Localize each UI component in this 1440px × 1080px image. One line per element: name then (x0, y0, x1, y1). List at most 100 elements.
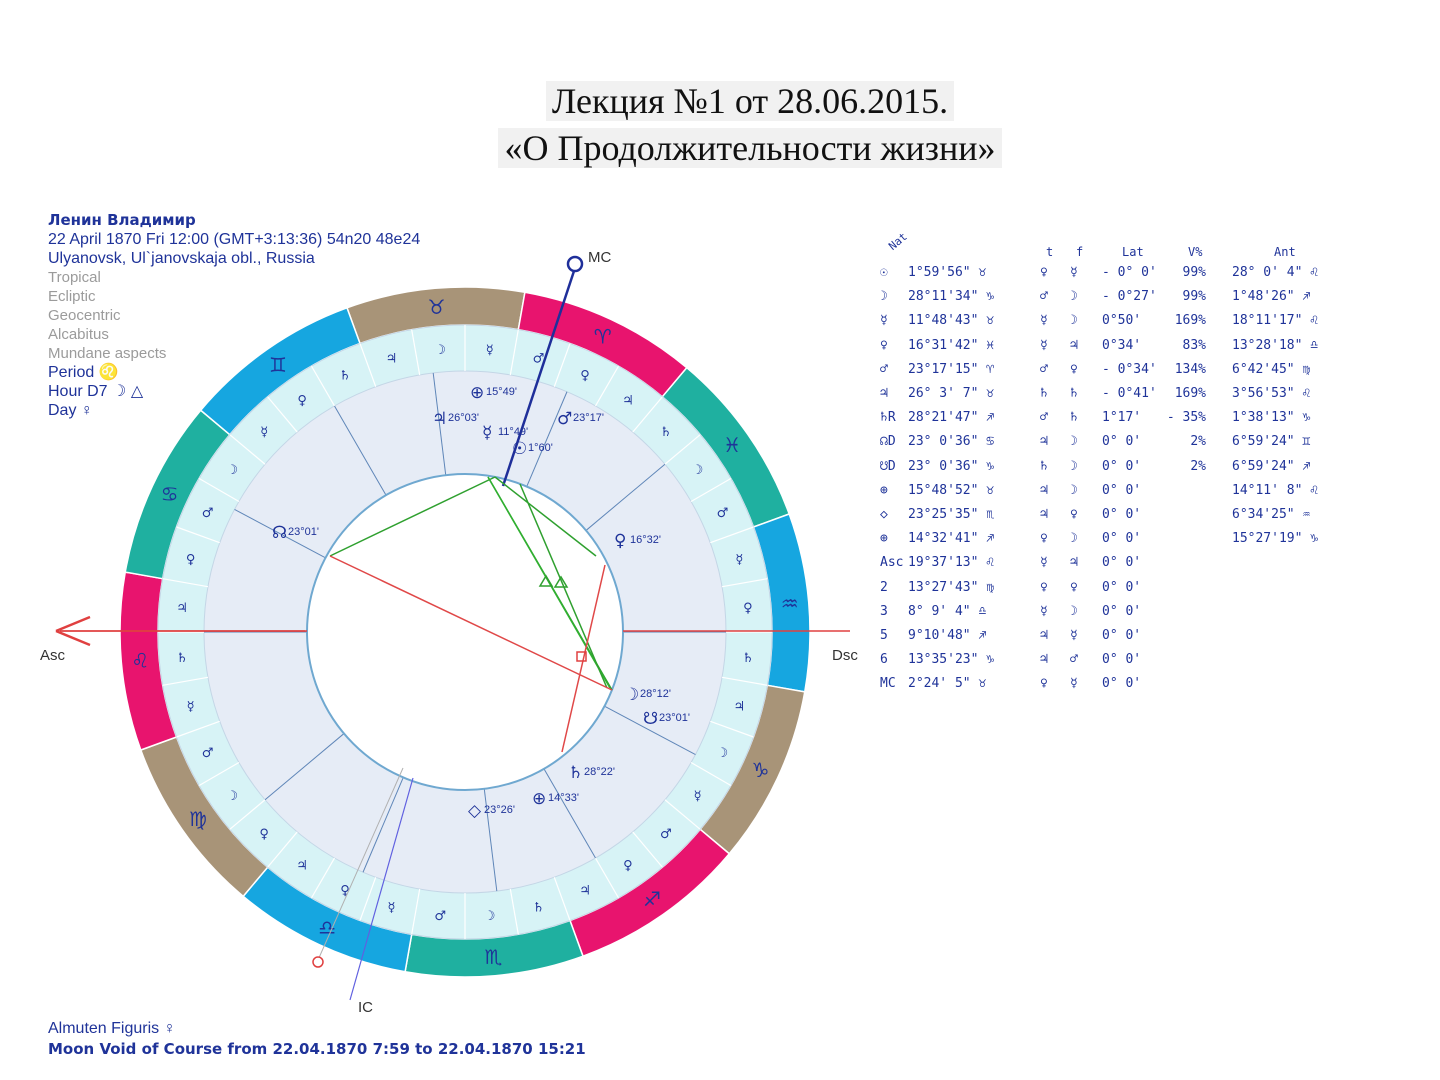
house-cusp-line (362, 777, 404, 873)
ring-glyph: ♀ (623, 859, 633, 874)
planet-degree-label: 23°01' (659, 712, 690, 724)
ring-divider (310, 857, 336, 899)
day-ruler: Day ♀ (48, 402, 93, 419)
ring-glyph: ☿ (260, 425, 268, 440)
row-face: ♀ (1070, 579, 1078, 595)
ring-divider (721, 676, 768, 686)
row-term: ☿ (1040, 313, 1048, 329)
mc-label: MC (588, 249, 611, 266)
ring-divider (721, 578, 768, 588)
ring-glyph: ☽ (692, 463, 704, 478)
ring-glyph: ♂ (660, 827, 672, 842)
ring-glyph: ♀ (743, 601, 753, 616)
row-latitude: 0° 0' (1102, 652, 1142, 668)
row-planet: ♀ (880, 337, 888, 353)
aspect-line (561, 564, 606, 753)
row-latitude: - 0°41' (1102, 386, 1157, 401)
ic-aux-line (317, 767, 404, 961)
row-face: ♀ (1070, 361, 1078, 377)
ring-glyph: ♀ (186, 552, 196, 567)
ring-glyph: ☿ (486, 343, 494, 358)
lecture-subtitle: «О Продолжительности жизни» (0, 127, 1440, 169)
ic-axis-line (349, 777, 414, 1001)
ring-divider (594, 857, 620, 899)
row-face: ♄ (1070, 410, 1078, 426)
asc-arrow (55, 615, 91, 647)
ring-glyph: ♄ (742, 651, 754, 666)
almuten-figuris: Almuten Figuris ♀ (48, 1020, 176, 1037)
row-speed: 83% (1182, 337, 1206, 353)
row-speed: - 35% (1166, 410, 1206, 426)
row-face: ♂ (1070, 652, 1078, 668)
row-planet: Asc (880, 555, 904, 571)
row-planet: ☋D (880, 458, 896, 474)
ring-divider (553, 877, 571, 921)
ring-glyph: ♄ (339, 369, 351, 384)
ring-glyph: ♂ (202, 506, 214, 521)
setting-aspects: Mundane aspects (48, 345, 167, 362)
ring-glyph: ♄ (660, 425, 672, 440)
planet-glyph: ☉ (512, 439, 527, 459)
row-planet: ♂ (880, 361, 888, 377)
person-name: Ленин Владимир (48, 211, 196, 229)
ring-divider (267, 831, 298, 868)
row-planet: ⊕ (880, 531, 888, 547)
aspect-line (329, 555, 613, 691)
ring-divider (632, 396, 663, 433)
planet-glyph: ⊕ (532, 789, 546, 809)
ring-divider (359, 343, 377, 387)
planet-degree-label: 23°26' (484, 804, 515, 816)
planet-degree-label: 23°17' (573, 412, 604, 424)
setting-houses: Alcabitus (48, 326, 109, 343)
ring-glyph: ♀ (580, 369, 590, 384)
ring-glyph: ☽ (484, 909, 496, 924)
row-position: 14°32'41" ♐ (908, 531, 995, 547)
hour-ruler: Hour D7 ☽ △ (48, 383, 144, 400)
aspect-line (494, 476, 597, 557)
header-t: t (1046, 245, 1054, 259)
row-face: ♃ (1070, 337, 1078, 353)
ring-glyph: ♂ (434, 909, 446, 924)
zodiac-sign-glyph: ♈ (594, 325, 612, 349)
row-planet: 3 (880, 603, 888, 619)
row-position: 13°27'43" ♍ (908, 579, 995, 595)
ring-divider (176, 720, 220, 738)
row-term: ♃ (1040, 628, 1048, 643)
trine-aspect-marker (538, 574, 554, 587)
row-term: ♃ (1040, 652, 1048, 668)
zodiac-sign-glyph: ♋ (161, 482, 179, 506)
row-planet: ☿ (880, 313, 888, 329)
house-cusp-line (234, 509, 326, 559)
house-cusp-line (585, 463, 666, 531)
header-f: f (1076, 245, 1084, 259)
setting-coords: Ecliptic (48, 288, 96, 305)
row-face: ♃ (1070, 555, 1078, 571)
ring-divider (411, 888, 421, 935)
ring-divider (162, 578, 209, 588)
dsc-label: Dsc (832, 647, 858, 664)
row-position: 2°24' 5" ♉ (908, 676, 987, 692)
trine-aspect-marker (553, 575, 569, 588)
row-latitude: 0° 0' (1102, 628, 1142, 643)
row-position: 23°25'35" ♏ (908, 507, 995, 522)
row-speed: 169% (1174, 313, 1206, 329)
planet-glyph: ☋ (643, 709, 658, 729)
zodiac-sign-glyph: ♍ (189, 807, 207, 831)
ring-divider (162, 676, 209, 686)
ring-divider (632, 831, 663, 868)
ring-glyph: ♃ (622, 393, 634, 408)
row-position: 28°11'34" ♑ (908, 289, 995, 305)
ring-divider (710, 526, 754, 544)
row-position: 19°37'13" ♌ (908, 555, 995, 571)
ring-divider (176, 526, 220, 544)
ring-divider (690, 761, 732, 787)
ring-glyph: ♃ (296, 859, 308, 874)
ring-divider (229, 434, 266, 465)
row-term: ♃ (1040, 482, 1048, 498)
ring-glyph: ☿ (187, 700, 195, 715)
row-planet: 2 (880, 579, 888, 595)
ring-divider (359, 877, 377, 921)
row-planet: ☽ (880, 289, 888, 305)
row-face: ☿ (1070, 628, 1078, 643)
